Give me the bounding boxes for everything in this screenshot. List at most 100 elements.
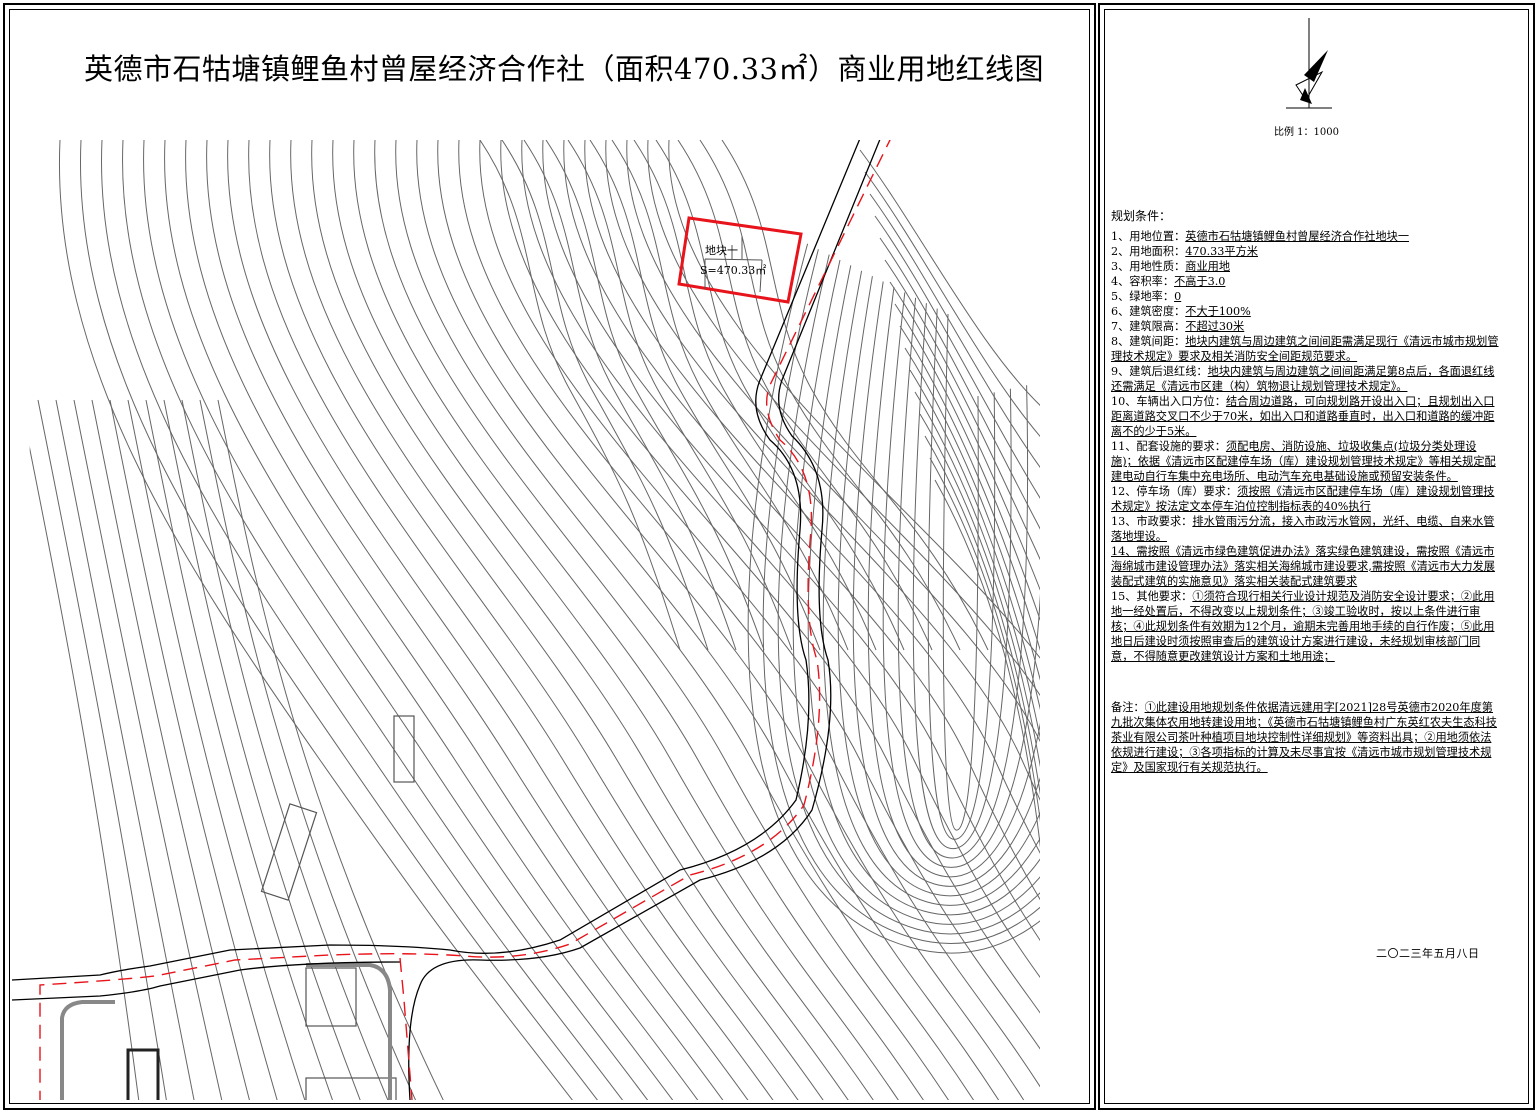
contour-line [668, 140, 1040, 1100]
scale-label: 比例 1：1000 [1274, 127, 1339, 138]
contour-line [395, 140, 981, 1100]
contour-lines [19, 140, 1040, 1100]
contour-line [91, 399, 253, 1100]
building-outline [305, 1077, 397, 1100]
note-text: ①此建设用地规划条件依据清远建用字[2021]28号英德市2020年度第九批次集… [1111, 701, 1497, 774]
contour-line [227, 140, 781, 1100]
contour-line [874, 215, 1040, 507]
conditions-note: 备注：①此建设用地规划条件依据清远建用字[2021]28号英德市2020年度第九… [1111, 700, 1501, 775]
contour-line [458, 140, 1040, 1100]
land-plot[interactable]: 地块一 S=470.33㎡ [677, 216, 803, 304]
contour-line [290, 140, 856, 1100]
condition-item: 14、需按照《清远市绿色建筑促进办法》落实绿色建筑建设，需按照《清远市海绵城市建… [1111, 544, 1501, 589]
contour-line [927, 308, 996, 840]
contour-line [934, 479, 1040, 891]
plot-label: 地块一 [705, 244, 738, 257]
contour-line [822, 270, 1040, 906]
road-edge [306, 963, 392, 1100]
contour-line [73, 399, 225, 1100]
road-edge [408, 140, 899, 1100]
contour-line [101, 140, 631, 1100]
condition-item: 15、其他要求：①须符合现行相关行业设计规范及消防安全设计要求；②此用地一经处置… [1111, 589, 1501, 664]
condition-label: 6、建筑密度： [1111, 305, 1186, 318]
condition-label: 4、容积率： [1111, 275, 1175, 288]
contour-line [545, 140, 765, 651]
note-label: 备注： [1111, 701, 1145, 714]
contour-line [882, 292, 1040, 868]
contour-line [109, 399, 281, 1100]
condition-label: 11、配套设施的要求： [1111, 440, 1226, 453]
condition-label: 2、用地面积： [1111, 245, 1186, 258]
condition-value: 须配电房、消防设施、垃圾收集点(垃圾分类处理设施)；依据《清远市区配建停车场（库… [1111, 440, 1496, 483]
contour-line [353, 140, 931, 1100]
condition-item: 4、容积率：不高于3.0 [1111, 274, 1501, 289]
contour-line [521, 140, 1040, 1100]
contour-line [479, 140, 1040, 1100]
condition-value: 须按照《清远市区配建停车场（库）建设规划管理技术规定》按法定文本停车泊位控制指标… [1111, 485, 1495, 513]
contour-line [677, 140, 933, 651]
contour-line [589, 140, 821, 651]
plot-boundary[interactable] [677, 216, 803, 304]
document-date: 二〇二三年五月八日 [1376, 947, 1480, 960]
contour-line [19, 399, 141, 1100]
map-inner-frame [9, 9, 1090, 1104]
road-edge [12, 961, 401, 1001]
contour-line [655, 140, 905, 651]
contour-line [500, 140, 1040, 1100]
contour-line [647, 140, 1040, 1100]
contour-line [479, 140, 681, 651]
condition-item: 8、建筑间距：地块内建筑与周边建筑之间间距需满足现行《清远市城市规划管理技术规定… [1111, 334, 1501, 364]
contour-line [185, 140, 731, 1100]
contour-line [311, 140, 881, 1100]
condition-label: 15、其他要求： [1111, 590, 1193, 603]
building-outline [126, 1048, 160, 1100]
contour-line [792, 259, 1040, 925]
contour-line [919, 413, 1040, 795]
condition-label: 7、建筑限高： [1111, 320, 1186, 333]
road-centerline [39, 140, 913, 1100]
contour-line [879, 237, 1040, 539]
contour-line [626, 140, 1040, 1100]
contour-line [58, 140, 581, 1100]
contour-line [563, 140, 1040, 1100]
map-title: 英德市石牯塘镇鲤鱼村曾屋经济合作社（面积470.33㎡）商业用地红线图 [84, 52, 1044, 86]
contour-line [199, 399, 421, 1100]
condition-item: 1、用地位置：英德市石牯塘镇鲤鱼村曾屋经济合作社地块一 [1111, 229, 1501, 244]
contour-line [699, 140, 961, 651]
contour-line [584, 140, 1040, 1100]
contour-line [437, 140, 1031, 1100]
contour-line [867, 286, 1040, 878]
contour-line [163, 399, 365, 1100]
contour-line [889, 281, 1040, 603]
contour-line [777, 254, 1040, 935]
condition-value: 0 [1174, 290, 1182, 303]
contour-line [79, 140, 606, 1100]
contour-line [416, 140, 1006, 1100]
contour-line [859, 149, 1040, 411]
contour-line [869, 193, 1040, 475]
contour-line [747, 243, 1040, 954]
condition-value: 商业用地 [1185, 260, 1231, 273]
plot-inner-lines [704, 236, 763, 293]
contour-line [762, 249, 1040, 944]
condition-label: 1、用地位置： [1111, 230, 1186, 243]
condition-label: 3、用地性质： [1111, 260, 1186, 273]
contour-line [904, 347, 1040, 699]
road-edge [12, 140, 879, 981]
condition-item: 5、绿地率：0 [1111, 289, 1501, 304]
north-arrow-icon [1286, 18, 1332, 109]
condition-item: 9、建筑后退红线：地块内建筑与周边建筑之间间距满足第8点后，各面退红线还需满足《… [1111, 364, 1501, 394]
contour-line [721, 140, 989, 651]
condition-label: 8、建筑间距： [1111, 335, 1186, 348]
contour-line [332, 140, 906, 1100]
condition-value: 地块内建筑与周边建筑之间间距需满足现行《清远市城市规划管理技术规定》要求及相关消… [1111, 335, 1499, 363]
road-edge [60, 1000, 115, 1100]
contour-line [864, 171, 1040, 443]
contour-line [633, 140, 877, 651]
building-outline [305, 967, 357, 1027]
condition-label: 13、市政要求： [1111, 515, 1193, 528]
conditions-frame [1098, 3, 1535, 1110]
condition-label: 10、车辆出入口方位： [1111, 395, 1226, 408]
condition-value: 不大于100% [1185, 305, 1251, 318]
